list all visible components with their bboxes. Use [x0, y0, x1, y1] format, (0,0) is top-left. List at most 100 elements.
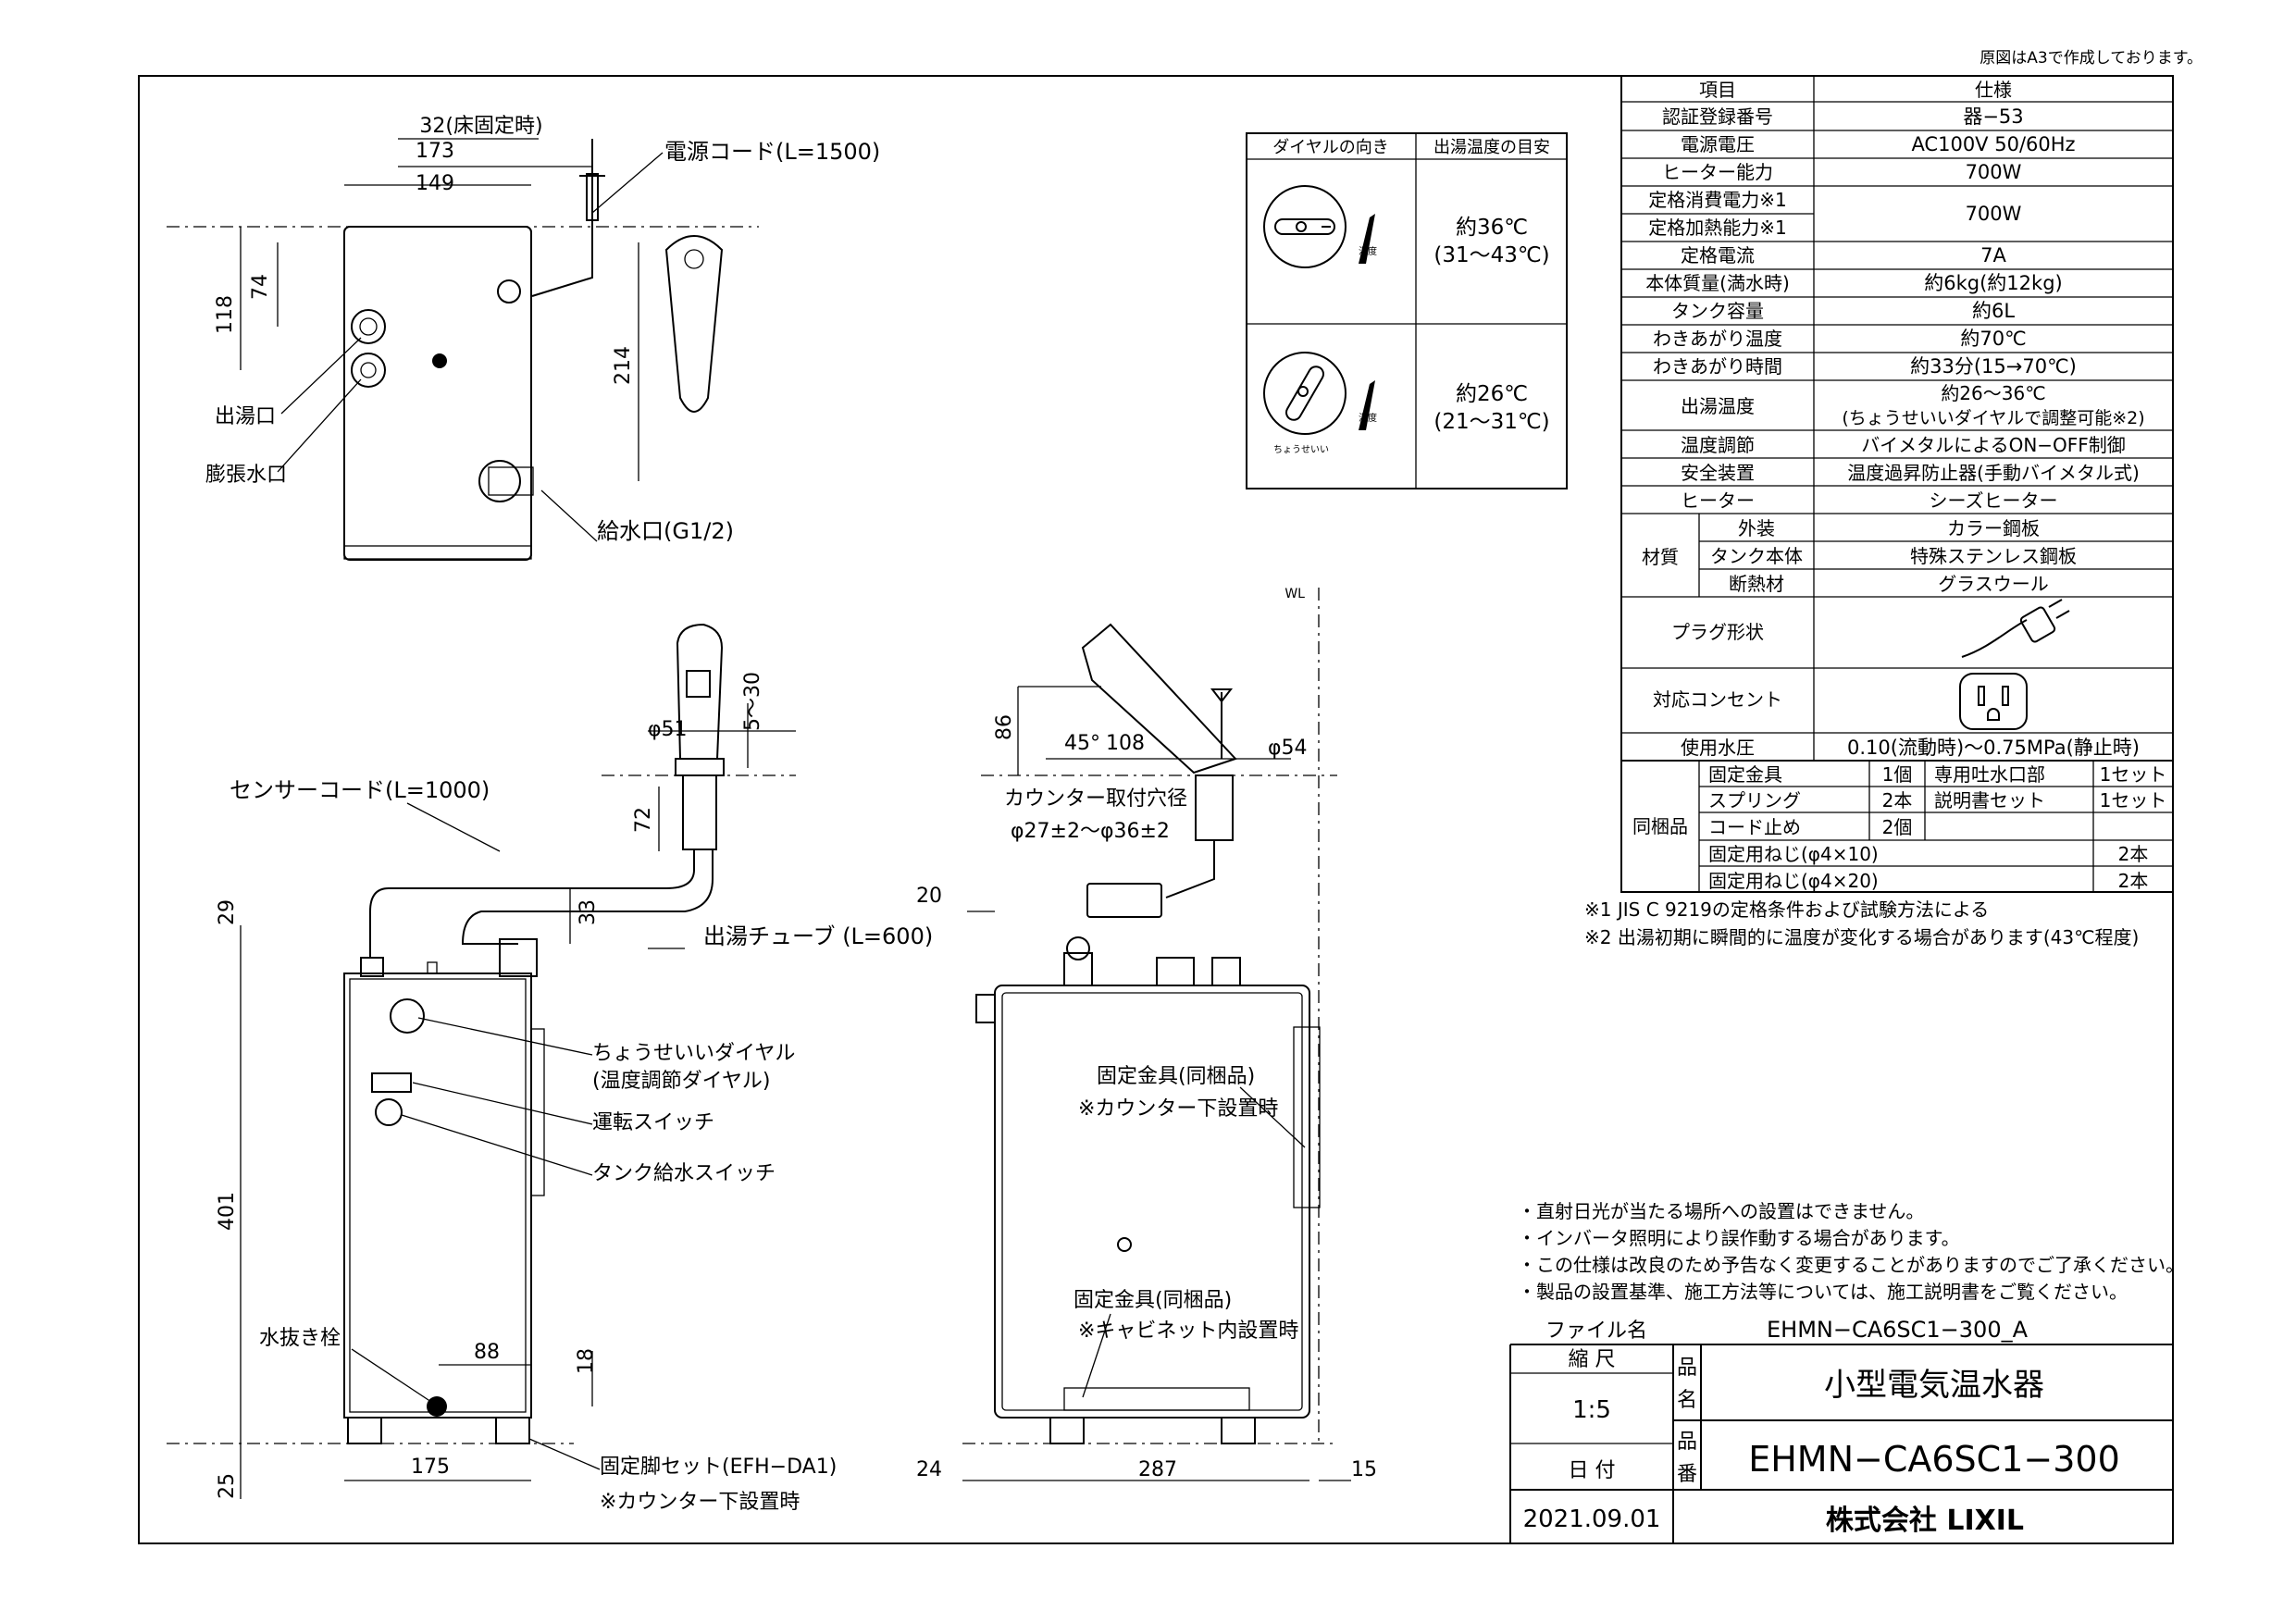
label-dial-1: ちょうせいいダイヤル [592, 1042, 795, 1065]
label-dial-2: (温度調節ダイヤル) [592, 1070, 771, 1093]
dim-5-30: 5〜30 [741, 672, 764, 731]
company-name: 株式会社 LIXIL [1826, 1505, 2024, 1537]
spec-item-8: わきあがり温度 [1653, 328, 1782, 350]
dial-table: ダイヤルの向き 出湯温度の目安 約36℃ (31〜43℃) 約26℃ (21〜3… [1246, 132, 1568, 489]
dial-row2-temp1: 約26℃ [1456, 382, 1528, 406]
dim-32: 32(床固定時) [419, 115, 542, 138]
power-cord-line [531, 139, 593, 297]
spout-side-icon [1081, 623, 1237, 774]
material-value-0: カラー鋼板 [1947, 517, 2040, 539]
note-2: ・インバータ照明により誤作動する場合があります。 [1518, 1227, 1960, 1249]
plug-icon [1961, 599, 2070, 658]
label-foot-note: ※カウンター下設置時 [600, 1491, 800, 1514]
spec2-item-2: ヒーター [1681, 489, 1755, 512]
unit-side-body [994, 985, 1310, 1419]
spec-value-4: 700W [1966, 203, 2022, 225]
product-label-2: 名 [1677, 1389, 1697, 1412]
spec-item-0: 認証登録番号 [1662, 105, 1773, 128]
spec-col-spec: 仕様 [1975, 79, 2012, 101]
material-value-1: 特殊ステンレス鋼板 [1910, 545, 2077, 567]
spec2-value-1: 温度過昇防止器(手動バイメタル式) [1847, 462, 2140, 484]
dim-18: 18 [575, 1348, 598, 1374]
dial-col-temp: 出湯温度の目安 [1433, 138, 1550, 157]
included-label: 同梱品 [1632, 815, 1688, 837]
spec-outlet-temp-line2: (ちょうせいいダイヤルで調整可能※2) [1842, 408, 2144, 428]
dial-low-mark: 温度 [1359, 412, 1377, 424]
included-qty2-0: 1セット [2100, 763, 2167, 786]
label-bracket-2: 固定金具(同梱品) [1074, 1289, 1232, 1312]
label-hole: カウンター取付穴径 [1004, 787, 1187, 811]
product-number: EHMN−CA6SC1−300 [1748, 1439, 2120, 1480]
spec-value-9: 約33分(15→70℃) [1910, 355, 2077, 378]
spec-value-8: 約70℃ [1960, 328, 2026, 350]
sensor-cord-line [369, 849, 695, 958]
included-qty-1: 2本 [1882, 789, 1913, 812]
date-label: 日 付 [1569, 1459, 1616, 1482]
dim-33: 33 [577, 899, 600, 925]
included-name-3: 固定用ねじ(φ4×10) [1708, 843, 1879, 865]
top-view: 32(床固定時) 173 149 118 74 214 電源コード(L=1500… [167, 115, 880, 561]
included-name-0: 固定金具 [1708, 763, 1782, 786]
supply-port-icon [478, 460, 521, 502]
product-label-1: 品 [1677, 1357, 1697, 1380]
dim-118: 118 [214, 295, 237, 334]
spec-item-3: 定格消費電力※1 [1648, 189, 1786, 211]
spec-outlet-label: 対応コンセント [1653, 688, 1782, 711]
dial-low-icon: 温度 ちょうせいい [1263, 352, 1377, 455]
dial-row2-temp2: (21〜31℃) [1433, 410, 1549, 434]
outlet-icon [1959, 673, 2028, 730]
spec-item-9: わきあがり時間 [1653, 355, 1782, 378]
outlet-port-icon [351, 309, 386, 344]
included-name-2: コード止め [1708, 816, 1801, 838]
spec2-value-2: シーズヒーター [1930, 489, 2058, 512]
dim-20: 20 [916, 885, 942, 908]
bracket-icon [1293, 1026, 1321, 1208]
dim-54: φ54 [1268, 737, 1308, 760]
spec-value-0: 器−53 [1963, 105, 2023, 128]
dim-25: 25 [216, 1473, 239, 1499]
included-name-4: 固定用ねじ(φ4×20) [1708, 870, 1879, 892]
included-name2-1: 説明書セット [1934, 789, 2045, 812]
spec-col-item: 項目 [1699, 79, 1736, 101]
dim-108: 108 [1106, 732, 1145, 755]
footnote-2: ※2 出湯初期に瞬間的に温度が変化する場合があります(43℃程度) [1584, 926, 2139, 948]
notes: ・直射日光が当たる場所への設置はできません。 ・インバータ照明により誤作動する場… [1518, 1200, 2184, 1303]
spec-rows2: 温度調節バイメタルによるON−OFF制御安全装置温度過昇防止器(手動バイメタル式… [1681, 434, 2140, 512]
file-name: EHMN−CA6SC1−300_A [1767, 1317, 2029, 1343]
dim-29: 29 [216, 899, 239, 925]
included-qty2-1: 1セット [2100, 789, 2167, 812]
included-qty-2: 2個 [1882, 816, 1913, 838]
number-label-2: 番 [1677, 1463, 1697, 1486]
number-label-1: 品 [1677, 1431, 1697, 1454]
dim-401: 401 [216, 1192, 239, 1231]
scale-label: 縮 尺 [1569, 1348, 1616, 1371]
title-block: ファイル名 EHMN−CA6SC1−300_A 縮 尺 1:5 日 付 2021… [1509, 1317, 2173, 1544]
label-outlet-tube: 出湯チューブ (L=600) [703, 923, 933, 949]
scale-value: 1:5 [1572, 1396, 1611, 1424]
spec-value-5: 7A [1980, 244, 2006, 266]
front-view: φ51 5〜30 72 33 29 401 88 18 175 25 センサーコ… [167, 623, 933, 1514]
spec-material-label: 材質 [1642, 546, 1679, 568]
label-hole-value: φ27±2〜φ36±2 [1011, 820, 1170, 843]
material-item-0: 外装 [1738, 517, 1775, 539]
spec-plug-label: プラグ形状 [1671, 621, 1764, 643]
spec-pressure-item: 使用水圧 [1681, 737, 1755, 759]
included-name2-0: 専用吐水口部 [1934, 763, 2045, 786]
dim-88: 88 [474, 1341, 500, 1364]
label-run-switch: 運転スイッチ [592, 1111, 714, 1134]
spec-item-1: 電源電圧 [1681, 133, 1755, 155]
spec-value-2: 700W [1966, 161, 2022, 183]
spec2-value-0: バイメタルによるON−OFF制御 [1861, 434, 2126, 456]
label-tank-switch: タンク給水スイッチ [592, 1162, 776, 1185]
material-item-1: タンク本体 [1710, 545, 1803, 567]
spec-value-1: AC100V 50/60Hz [1911, 133, 2075, 155]
unit-front-body [343, 973, 532, 1419]
faucet-front-icon [676, 623, 724, 760]
label-bracket-1: 固定金具(同梱品) [1097, 1065, 1255, 1088]
included-name-1: スプリング [1708, 789, 1801, 812]
dial-row1-temp1: 約36℃ [1456, 216, 1528, 240]
spec-item-6: 本体質量(満水時) [1645, 272, 1790, 294]
spec-item-7: タンク容量 [1671, 300, 1764, 322]
